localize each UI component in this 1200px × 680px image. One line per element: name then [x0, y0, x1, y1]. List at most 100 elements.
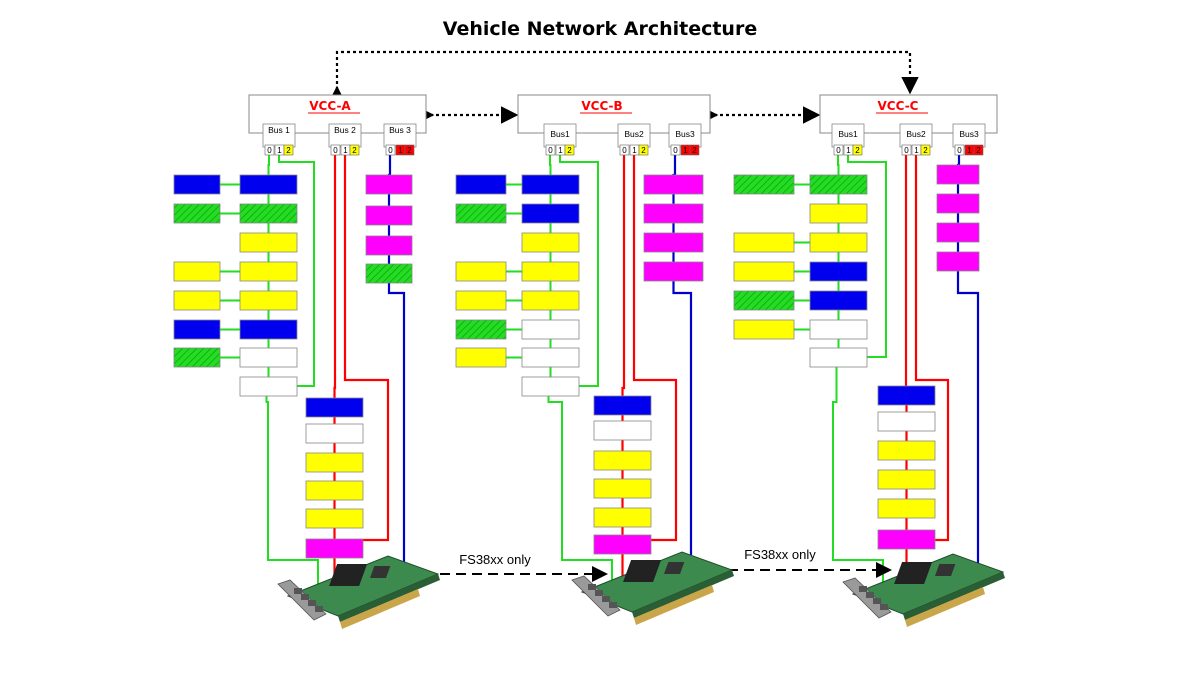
card-port: [595, 590, 603, 596]
bus-channel-label: 0: [388, 146, 393, 155]
bus-channel-label: 0: [548, 146, 553, 155]
ecu-module-box: [593, 395, 652, 416]
card-port: [315, 606, 323, 612]
bus1-branch-line-C: [847, 154, 887, 358]
ecu-module-box: [521, 203, 580, 224]
ecu-module-box: [173, 261, 221, 282]
bus2-branch-line-C: [914, 154, 950, 542]
bus-channel-label: 1: [558, 146, 563, 155]
ecu-module-box: [455, 290, 507, 311]
bus-channel-label: 2: [286, 146, 291, 155]
ecu-module-box: [305, 508, 364, 529]
ecu-module-box: [365, 235, 413, 256]
vcc-label: VCC-B: [581, 99, 622, 113]
bus-channel-label: 1: [683, 146, 688, 155]
ecu-module-box: [173, 347, 221, 368]
ecu-module-box: [877, 469, 936, 490]
card-chip: [369, 566, 391, 578]
bus-channel-label: 1: [846, 146, 851, 155]
bus-channel-cell: [349, 144, 360, 156]
bus-channel-cell: [264, 144, 275, 156]
ecu-module-box: [593, 478, 652, 499]
ecu-module-box: [173, 290, 221, 311]
ecu-module-box: [809, 261, 868, 282]
ecu-module-box: [173, 174, 221, 195]
diagram-title: Vehicle Network Architecture: [442, 18, 758, 40]
bus-channel-label: 0: [836, 146, 841, 155]
ecu-module-box: [877, 498, 936, 519]
bus-channel-label: 2: [923, 146, 928, 155]
bus-channel-label: 0: [904, 146, 909, 155]
ecu-module-box: [809, 319, 868, 340]
ecu-module-box: [809, 174, 868, 195]
modules-layer: [173, 164, 980, 559]
bus-channel-label: 2: [641, 146, 646, 155]
ecu-module-box: [305, 397, 364, 418]
ecu-module-box: [173, 319, 221, 340]
bus-channel-label: 1: [398, 146, 403, 155]
bus-port-label: Bus2: [624, 129, 644, 139]
card-chip: [623, 560, 662, 582]
ecu-module-box: [809, 203, 868, 224]
ecu-module-box: [809, 347, 868, 368]
card-chip: [329, 564, 368, 586]
card-port: [609, 602, 617, 608]
ecu-module-box: [643, 261, 704, 282]
bus-channel-label: 2: [976, 146, 981, 155]
bus1-branch-line-B: [559, 154, 599, 387]
bus-channel-cell: [833, 144, 844, 156]
ecu-module-box: [877, 411, 936, 432]
card-port: [301, 594, 309, 600]
ecu-module-box: [877, 440, 936, 461]
card-port: [588, 584, 596, 590]
card-edge: [632, 570, 734, 618]
bus1-branch-line-A: [278, 154, 315, 387]
ecu-module-box: [455, 174, 507, 195]
card-chip: [934, 564, 956, 576]
card-connector: [634, 585, 714, 625]
ecu-module-box: [173, 203, 221, 224]
bus1-card-line-A: [265, 396, 319, 588]
ecu-module-box: [239, 203, 298, 224]
pci-interface-card-icon: [571, 551, 734, 625]
card-chip: [894, 562, 933, 584]
bus-port-label: Bus1: [550, 129, 570, 139]
bus-channel-label: 0: [957, 146, 962, 155]
bus-channel-label: 2: [407, 146, 412, 155]
ecu-module-box: [521, 376, 580, 397]
ecu-module-box: [936, 164, 980, 185]
card-port: [880, 604, 888, 610]
card-port: [866, 592, 874, 598]
bus-port-label: Bus3: [959, 129, 979, 139]
ecu-module-box: [733, 261, 795, 282]
ecu-module-box: [936, 251, 980, 272]
ecu-module-box: [455, 261, 507, 282]
ecu-module-box: [733, 319, 795, 340]
ecu-module-box: [305, 423, 364, 444]
ecu-module-box: [733, 232, 795, 253]
bus-channel-cell: [973, 144, 984, 156]
ecu-module-box: [455, 319, 507, 340]
card-edge: [903, 572, 1005, 620]
vcc-label: VCC-C: [878, 99, 919, 113]
vcc-a-to-vcc-c-link: [328, 50, 919, 104]
bus-channel-cell: [385, 144, 396, 156]
card-port: [873, 598, 881, 604]
card-connector: [905, 587, 985, 627]
card-chip: [663, 562, 685, 574]
ecu-module-box: [455, 203, 507, 224]
bus-channel-label: 2: [692, 146, 697, 155]
cards-layer: [277, 551, 1005, 629]
card-port: [602, 596, 610, 602]
bus-port-label: Bus1: [838, 129, 858, 139]
bus-channel-label: 2: [855, 146, 860, 155]
ecu-module-box: [877, 529, 936, 550]
ecu-module-box: [521, 261, 580, 282]
card-port: [294, 588, 302, 594]
ecu-module-box: [593, 450, 652, 471]
bus-port-label: Bus 3: [389, 125, 411, 135]
bus-channel-cell: [564, 144, 575, 156]
